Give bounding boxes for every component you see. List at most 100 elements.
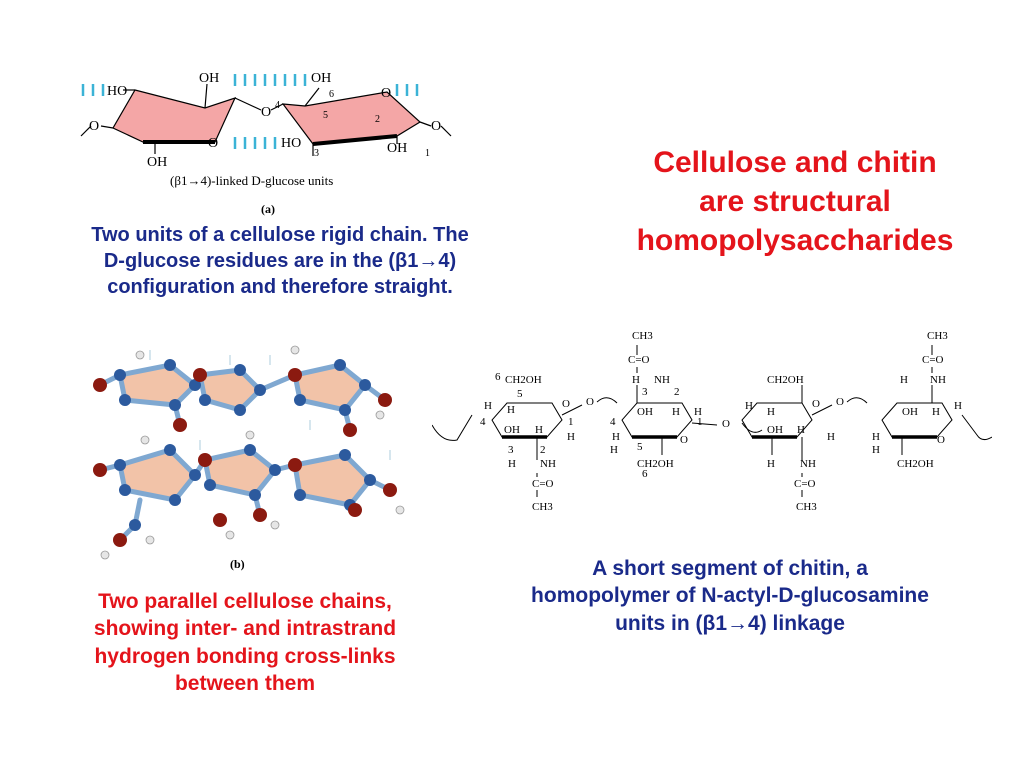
hydrogen-atoms: [100, 345, 405, 560]
carbon-4-label: 4: [275, 100, 280, 111]
chitin-h-5: H: [567, 431, 575, 443]
panel-label-a: (a): [261, 202, 275, 216]
carbon-6-label: 6: [329, 89, 334, 100]
chitin-nh-4: NH: [930, 374, 946, 386]
caption-cellulose-chain: Two units of a cellulose rigid chain. Th…: [30, 222, 530, 300]
chitin-h-20: H: [872, 444, 880, 456]
chitin-h-2: H: [507, 404, 515, 416]
chitin-c2-label-2: 2: [674, 386, 680, 398]
chitin-c-eq-o-3: C=O: [794, 478, 816, 490]
atom-ho-bottom: HO: [281, 136, 301, 151]
chitin-c-eq-o-1: C=O: [532, 478, 554, 490]
chitin-h-19: H: [872, 431, 880, 443]
carbon-atoms: [114, 359, 376, 531]
right-glucose-ring: [281, 91, 421, 145]
chitin-c6-label: 6: [495, 371, 501, 383]
hydrogen-bond-dashes: [81, 74, 419, 149]
chitin-oh-1: OH: [504, 424, 520, 436]
chitin-c1-label: 1: [568, 416, 574, 428]
chitin-oh-2: OH: [637, 406, 653, 418]
chitin-o-ring-3: O: [812, 398, 820, 410]
oxygen-atoms: [93, 368, 397, 547]
atom-o-bridge: O: [261, 105, 271, 120]
chitin-h-17: H: [932, 406, 940, 418]
chitin-ch3-4: CH3: [927, 330, 948, 342]
left-glucose-ring: [112, 89, 237, 143]
upper-ring-2: [200, 370, 260, 410]
caption-b-line-4: between them: [174, 671, 316, 695]
atom-o-left-end: O: [89, 119, 99, 134]
chitin-o-ring-1: O: [562, 398, 570, 410]
upper-ring-3: [295, 365, 365, 410]
caption-b-line-3: hydrogen bonding cross-links: [94, 644, 396, 668]
caption-a-line-1: Two units of a cellulose rigid chain. Th…: [91, 224, 469, 246]
lower-ring-1: [120, 450, 195, 500]
chitin-ch3-2: CH3: [632, 330, 653, 342]
chitin-c3-label-2: 3: [642, 386, 648, 398]
title-line-3: homopolysaccharides: [636, 224, 954, 257]
chitin-h-3: H: [535, 424, 543, 436]
chitin-oh-4: OH: [902, 406, 918, 418]
caption-chitin-line-1: A short segment of chitin, a: [592, 557, 868, 580]
chitin-h-15: H: [827, 431, 835, 443]
chitin-o-link-2: O: [722, 418, 730, 430]
slide-title: Cellulose and chitin are structural homo…: [590, 143, 1000, 260]
cellulose-chain-diagram: HO OH OH 6 O O 4 5 2 3 1 O HO OH OH O O …: [75, 60, 475, 225]
upper-ring-1: [120, 365, 195, 405]
carbon-1-label: 1: [425, 148, 430, 159]
chitin-h-10: H: [610, 444, 618, 456]
chitin-o-link-1: O: [586, 396, 594, 408]
chitin-h-12: H: [767, 406, 775, 418]
chitin-c4-label-2: 4: [610, 416, 616, 428]
chitin-c4-label: 4: [480, 416, 486, 428]
title-line-1: Cellulose and chitin: [653, 146, 937, 179]
chitin-o-ring-4: O: [937, 434, 945, 446]
lower-ring-3: [295, 455, 370, 505]
chitin-c-eq-o-4: C=O: [922, 354, 944, 366]
carbon-3-label: 3: [314, 148, 319, 159]
caption-chitin: A short segment of chitin, a homopolymer…: [470, 555, 990, 637]
chitin-h-16: H: [900, 374, 908, 386]
caption-chitin-line-3: units in (β1→4) linkage: [615, 611, 845, 635]
chitin-c-eq-o-2: C=O: [628, 354, 650, 366]
atom-oh-top-right: OH: [311, 71, 331, 86]
chitin-ch2oh-1: CH2OH: [505, 374, 542, 386]
chitin-c2-label: 2: [540, 444, 546, 456]
caption-chitin-line-2: homopolymer of N-actyl-D-glucosamine: [531, 584, 929, 608]
chitin-c6-label-2: 6: [642, 468, 648, 480]
chitin-structure-diagram: 6 CH2OH 5 H H 4 OH H 3 2 H NH C=O CH3 O …: [432, 325, 992, 520]
atom-ho-left: HO: [107, 84, 127, 99]
chitin-c5-label: 5: [517, 388, 523, 400]
chitin-ch3-3: CH3: [796, 501, 817, 513]
caption-parallel-chains: Two parallel cellulose chains, showing i…: [40, 588, 450, 697]
chitin-h-7: H: [672, 406, 680, 418]
linkage-label: (β1→4)-linked D-glucose units: [170, 173, 333, 188]
panel-label-b: (b): [230, 557, 245, 571]
atom-o-ring-right: O: [381, 86, 391, 101]
atom-o-right-end: O: [431, 119, 441, 134]
atom-oh-bottom-right: OH: [387, 141, 407, 156]
chitin-ch2oh-4: CH2OH: [897, 458, 934, 470]
chitin-h-11: H: [745, 400, 753, 412]
carbon-5-label: 5: [323, 110, 328, 121]
chitin-h-6: H: [632, 374, 640, 386]
atom-o-ring-left: O: [208, 136, 218, 151]
chitin-nh-3: NH: [800, 458, 816, 470]
caption-b-line-1: Two parallel cellulose chains,: [98, 590, 392, 613]
chitin-h-8: H: [694, 406, 702, 418]
title-line-2: are structural: [699, 185, 891, 218]
chitin-ch3-1: CH3: [532, 501, 553, 513]
caption-a-line-2: D-glucose residues are in the (β1→4): [103, 250, 457, 272]
chitin-c3-label: 3: [508, 444, 514, 456]
chitin-nh-1: NH: [540, 458, 556, 470]
chitin-c1-label-2: 1: [697, 416, 703, 428]
carbon-2-label: 2: [375, 114, 380, 125]
cellulose-3d-model: (b): [80, 340, 425, 575]
atom-oh-bottom-left: OH: [147, 155, 167, 170]
caption-a-line-3: configuration and therefore straight.: [107, 276, 453, 298]
chitin-h-14: H: [767, 458, 775, 470]
chitin-ch2oh-3: CH2OH: [767, 374, 804, 386]
caption-b-line-2: showing inter- and intrastrand: [93, 617, 397, 641]
chitin-h-9: H: [612, 431, 620, 443]
atom-oh-top-left: OH: [199, 71, 219, 86]
